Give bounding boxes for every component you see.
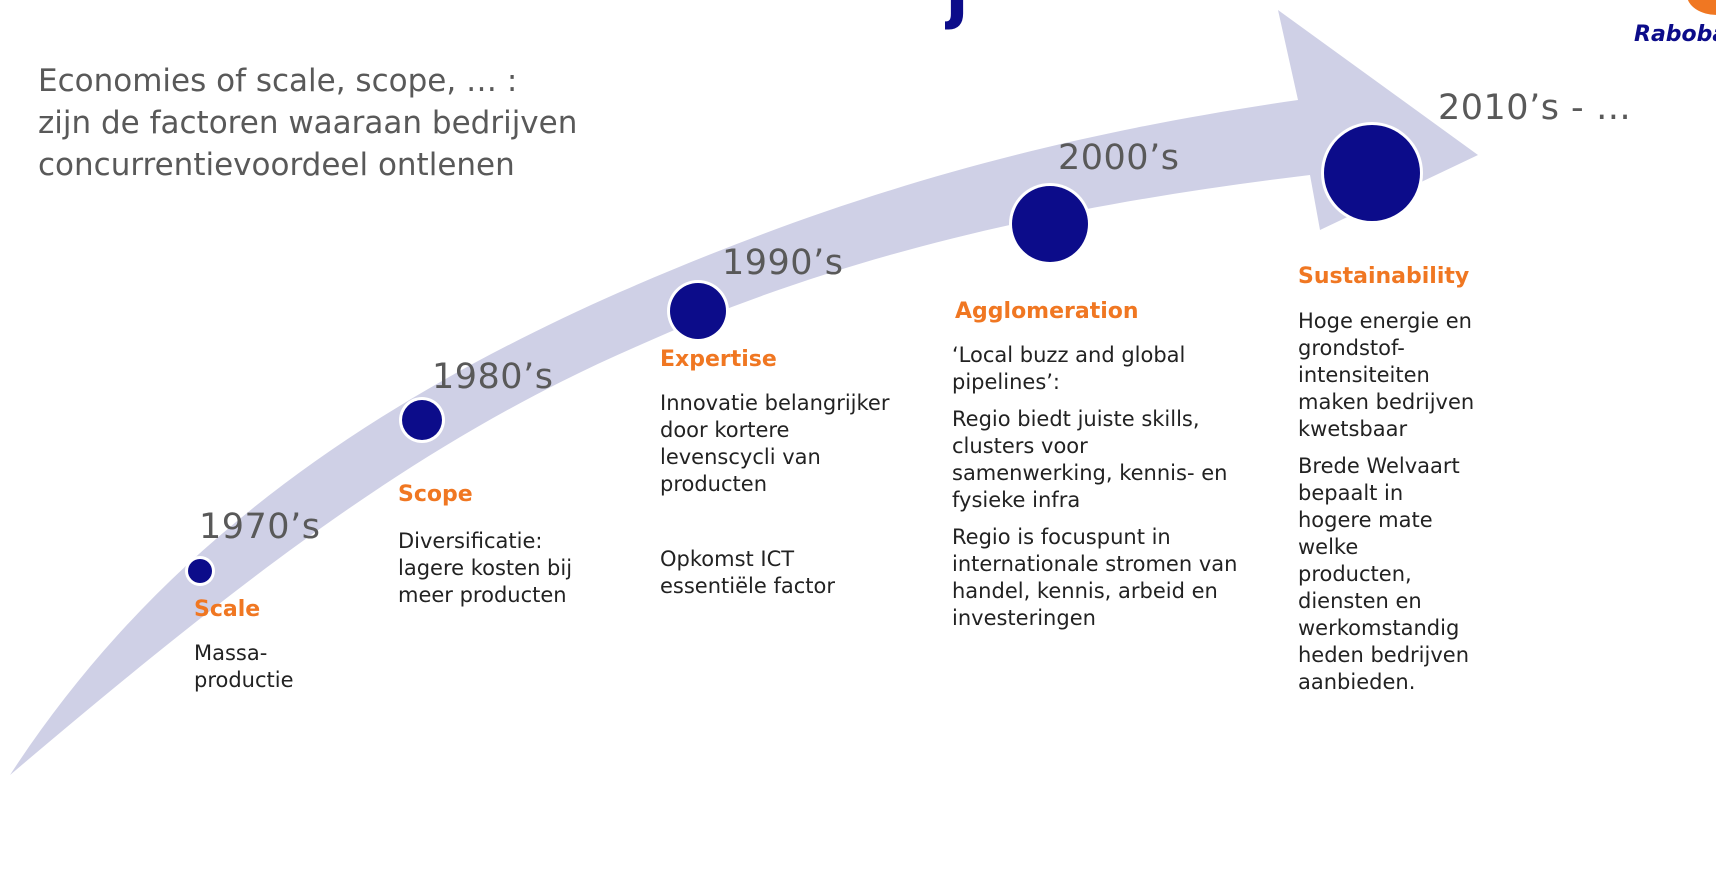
era-paragraph: Opkomst ICT essentiële factor [660,547,835,598]
milestone-dot-2010s [1324,125,1420,221]
logo-mark-icon [1684,0,1716,18]
intro-line: zijn de factoren waaraan bedrijven [38,105,578,141]
title-fragment: j [945,0,981,40]
era-paragraph: Regio is focuspunt in internationale str… [952,525,1238,630]
logo-text: Raboban [1634,22,1716,47]
era-text-scale: Massa- productie [194,640,354,694]
era-text-line: productie [194,668,294,692]
decade-label-2010s: 2010’s - … [1438,88,1632,128]
era-paragraph: Regio biedt juiste skills, clusters voor… [952,407,1228,512]
era-text-agglomeration: ‘Local buzz and global pipelines’: Regio… [952,342,1252,642]
milestone-dot-1980s [402,400,442,440]
decade-label-1970s: 1970’s [199,507,321,547]
decade-label-1980s: 1980’s [432,357,554,397]
intro-line: Economies of scale, scope, … : [38,63,518,99]
era-text-line: meer producten [398,583,567,607]
era-paragraph: Brede Welvaart bepaalt in hogere mate we… [1298,454,1470,694]
era-paragraph: Hoge energie en grondstof-intensiteiten … [1298,309,1475,441]
era-paragraph: Innovatie belangrijker door kortere leve… [660,391,890,496]
era-text-line: lagere kosten bij [398,556,573,580]
arrow-body [10,10,1478,775]
era-text-line: Massa- [194,641,268,665]
milestone-dot-2000s [1012,186,1088,262]
era-title-agglomeration: Agglomeration [955,299,1139,324]
decade-label-1990s: 1990’s [722,243,844,283]
decade-label-2000s: 2000’s [1058,138,1180,178]
milestone-dot-1970s [188,559,212,583]
intro-text: Economies of scale, scope, … : zijn de f… [38,60,738,186]
rabobank-logo: Raboban [1596,0,1716,70]
era-title-expertise: Expertise [660,347,777,372]
era-text-sustainability: Hoge energie en grondstof-intensiteiten … [1298,308,1478,706]
intro-line: concurrentievoordeel ontlenen [38,147,515,183]
era-title-scope: Scope [398,482,473,507]
era-title-sustainability: Sustainability [1298,264,1470,289]
era-text-line: Diversificatie: [398,529,543,553]
era-paragraph: ‘Local buzz and global pipelines’: [952,343,1186,394]
milestone-dot-1990s [670,283,726,339]
era-text-scope: Diversificatie: lagere kosten bij meer p… [398,528,628,609]
era-title-scale: Scale [194,597,261,622]
era-text-expertise: Innovatie belangrijker door kortere leve… [660,390,890,610]
